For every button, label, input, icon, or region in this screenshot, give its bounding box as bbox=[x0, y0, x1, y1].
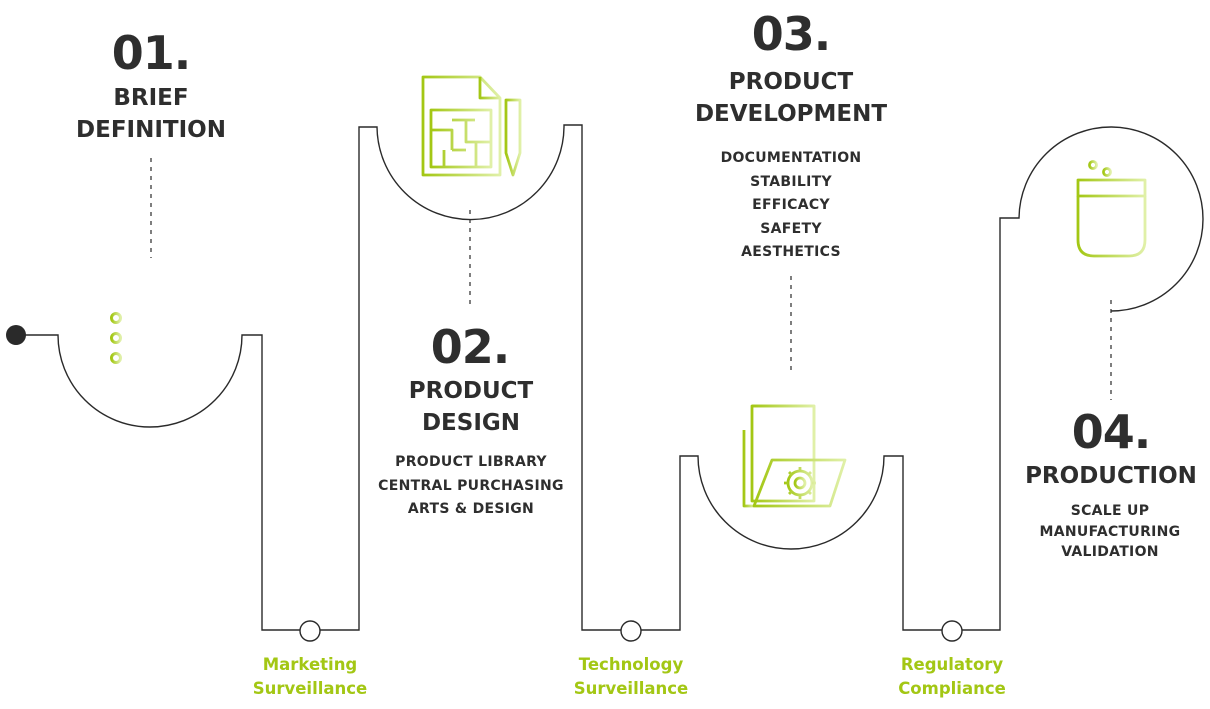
step-number: 03. bbox=[751, 7, 832, 61]
surveillance-label-line: Technology bbox=[578, 655, 684, 674]
step-title-line: PRODUCT bbox=[728, 69, 854, 95]
step-item: CENTRAL PURCHASING bbox=[378, 477, 564, 494]
step-title-line: PRODUCT bbox=[408, 378, 534, 404]
step-title: BRIEF DEFINITION bbox=[41, 82, 261, 146]
step-item: EFFICACY bbox=[752, 197, 830, 213]
surveillance-label: Marketing Surveillance bbox=[220, 653, 400, 701]
step-title-line: DEFINITION bbox=[76, 117, 226, 143]
step-number: 02. bbox=[430, 320, 511, 374]
process-path bbox=[16, 124, 1204, 631]
surveillance-marker bbox=[299, 620, 321, 642]
checklist-icon bbox=[110, 312, 188, 364]
surveillance-label: Regulatory Compliance bbox=[862, 653, 1042, 701]
step-item: AESTHETICS bbox=[741, 244, 841, 260]
surveillance-label-line: Compliance bbox=[898, 679, 1006, 698]
step-item: MANUFACTURING bbox=[1039, 523, 1181, 540]
step-items: DOCUMENTATION STABILITY EFFICACY SAFETY … bbox=[671, 147, 911, 265]
surveillance-label-line: Marketing bbox=[262, 655, 358, 674]
step-item: PRODUCT LIBRARY bbox=[395, 454, 547, 470]
folder-gear-icon bbox=[742, 404, 847, 508]
step-title-line: BRIEF bbox=[113, 85, 189, 111]
step-item: DOCUMENTATION bbox=[720, 150, 862, 166]
step-title: PRODUCT DEVELOPMENT bbox=[666, 66, 916, 130]
step-title-line: PRODUCTION bbox=[1025, 463, 1197, 489]
surveillance-marker bbox=[941, 620, 963, 642]
step-title-line: DESIGN bbox=[421, 410, 521, 436]
surveillance-label: Technology Surveillance bbox=[541, 653, 721, 701]
step-item: ARTS & DESIGN bbox=[407, 501, 535, 517]
step-number: 04. bbox=[1071, 405, 1152, 459]
step-number: 01. bbox=[111, 26, 192, 80]
step-items: PRODUCT LIBRARY CENTRAL PURCHASING ARTS … bbox=[351, 451, 591, 522]
production-tank-icon bbox=[1076, 160, 1147, 280]
step-item: SCALE UP bbox=[1070, 503, 1150, 519]
surveillance-label-line: Surveillance bbox=[573, 679, 689, 698]
surveillance-label-line: Surveillance bbox=[252, 679, 368, 698]
surveillance-label-line: Regulatory bbox=[900, 655, 1004, 674]
step-title: PRODUCT DESIGN bbox=[361, 375, 581, 439]
step-item: STABILITY bbox=[750, 173, 832, 190]
step-title: PRODUCTION bbox=[1001, 460, 1210, 492]
step-items: SCALE UP MANUFACTURING VALIDATION bbox=[1000, 501, 1210, 563]
step-item: SAFETY bbox=[760, 220, 822, 237]
surveillance-marker bbox=[620, 620, 642, 642]
step-item: VALIDATION bbox=[1061, 544, 1159, 560]
blueprint-pencil-icon bbox=[421, 75, 522, 177]
start-dot bbox=[6, 325, 26, 345]
step-title-line: DEVELOPMENT bbox=[694, 101, 888, 127]
